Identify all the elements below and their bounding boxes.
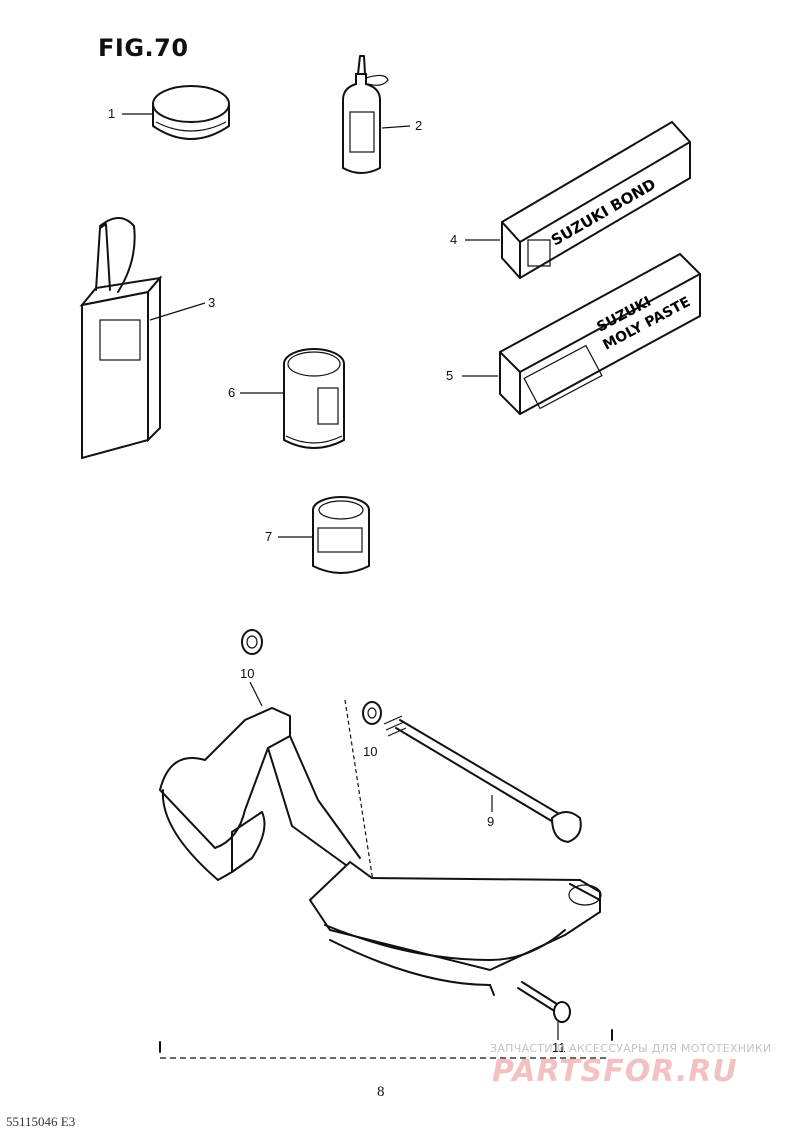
page-number: 8: [377, 1084, 385, 1100]
watermark-logo: PARTSFOR.RU: [492, 1054, 738, 1089]
callout-7: 7: [265, 529, 273, 544]
callout-6: 6: [228, 385, 236, 400]
part-10b-clip-icon: [362, 701, 382, 725]
leader-3: [149, 302, 206, 321]
callout-2: 2: [415, 118, 423, 133]
figure-title: FIG.70: [98, 34, 189, 62]
callout-10b: 10: [363, 744, 378, 759]
leader-10a: [249, 681, 263, 707]
document-code: 55115046 E3: [6, 1114, 76, 1129]
part-6-can-icon: [283, 348, 345, 449]
watermark-tagline: ЗАПЧАСТИ И АКСЕССУАРЫ ДЛЯ МОТОТЕХНИКИ: [490, 1042, 772, 1055]
part-10a-clip-icon: [241, 629, 263, 655]
tick-marks: [159, 1029, 613, 1053]
callout-9: 9: [487, 814, 495, 829]
callout-11: 11: [552, 1040, 566, 1055]
callout-3: 3: [208, 295, 216, 310]
callout-1: 1: [108, 106, 116, 121]
callout-5: 5: [446, 368, 454, 383]
part-4-bond-box-icon: [501, 120, 691, 280]
part-11-bolt-icon: [517, 981, 571, 1023]
leader-10b: [344, 699, 375, 889]
part-9-bolt-icon: [383, 715, 582, 844]
part-7-small-can-icon: [312, 496, 370, 574]
part-2-oil-bottle-icon: [342, 55, 389, 174]
part-5-moly-paste-box-icon: [499, 252, 701, 416]
callout-4: 4: [450, 232, 458, 247]
part-8-center-stand-icon: [158, 706, 602, 996]
part-3-oil-can-icon: [79, 217, 163, 460]
leader-2: [381, 125, 411, 129]
callout-10a: 10: [240, 666, 255, 681]
part-1-grease-tin-icon: [152, 85, 230, 140]
